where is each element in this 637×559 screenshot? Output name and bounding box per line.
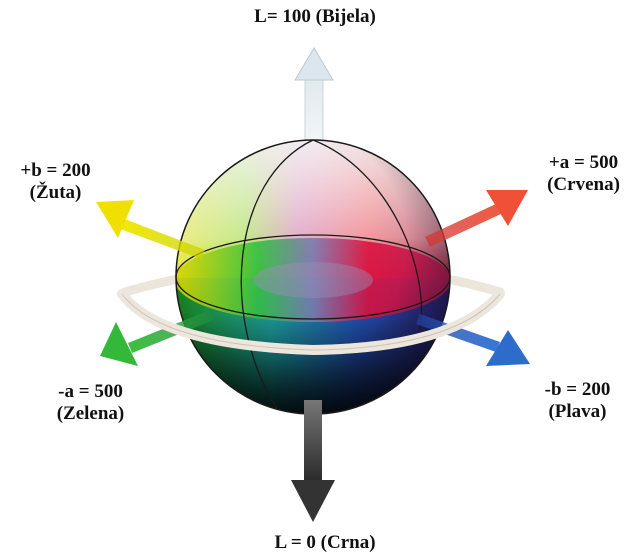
blue-axis-arrow (416, 314, 530, 366)
green-axis-name: (Zelena) (56, 403, 125, 424)
yellow-axis-value: +b = 200 (20, 160, 91, 181)
color-sphere (175, 139, 451, 415)
red-axis-value: +a = 500 (548, 152, 619, 173)
green-axis-value: -a = 500 (58, 381, 123, 402)
blue-axis-name: (Plava) (548, 401, 607, 422)
blue-axis-value: -b = 200 (544, 379, 611, 400)
blue-axis-label: -b = 200 (Plava) (525, 379, 630, 423)
black-axis-arrow (291, 400, 335, 522)
red-axis-name: (Crvena) (547, 174, 620, 195)
yellow-axis-label: +b = 200 (Žuta) (8, 160, 103, 204)
green-axis-label: -a = 500 (Zelena) (38, 381, 143, 425)
bottom-axis-label: L = 0 (Crna) (274, 532, 376, 553)
yellow-axis-name: (Žuta) (29, 182, 82, 203)
top-axis-label: L= 100 (Bijela) (254, 6, 376, 27)
yellow-axis-arrow (96, 200, 205, 259)
red-axis-label: +a = 500 (Crvena) (536, 152, 631, 196)
red-axis-arrow (425, 190, 528, 247)
